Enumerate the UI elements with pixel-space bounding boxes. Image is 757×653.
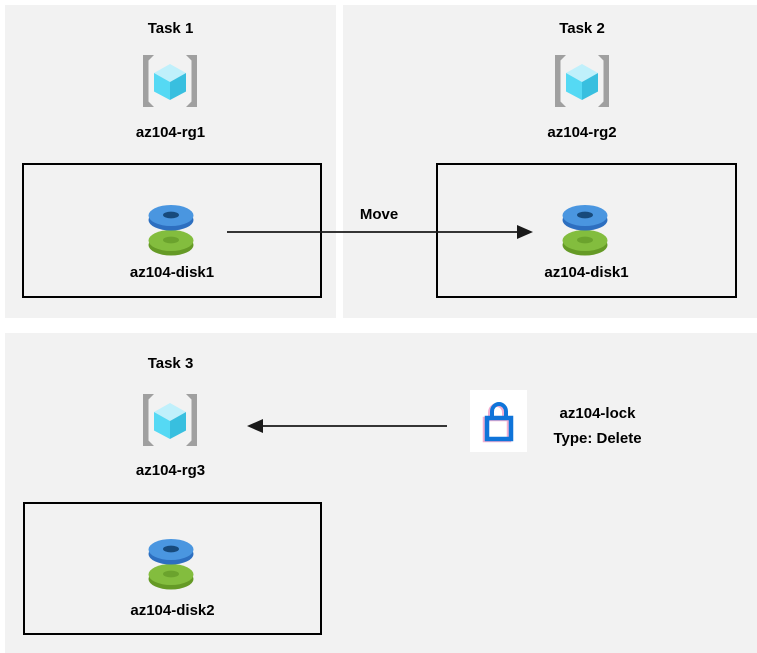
cube-left-face: [154, 412, 170, 439]
cube-right-face: [170, 412, 186, 439]
task1-rg-label: az104-rg1: [135, 124, 206, 141]
task3-disk-box: [23, 502, 322, 635]
task1-disk-label: az104-disk1: [129, 264, 215, 281]
lock-icon: [484, 402, 513, 442]
lock-body: [484, 415, 513, 442]
cube-right-face: [170, 73, 186, 100]
green-disk-hole: [577, 236, 593, 244]
panel-task1: [5, 5, 336, 318]
cube-right-face: [582, 73, 598, 100]
lock-type: Type: Delete: [553, 430, 642, 447]
green-disk-hole: [163, 570, 179, 578]
disk-icon: [562, 205, 608, 256]
resource-group-icon: [555, 55, 609, 107]
bracket-left: [143, 394, 154, 446]
green-disk-hole: [163, 236, 179, 244]
cube-left-face: [566, 73, 582, 100]
disk-icon: [148, 539, 194, 590]
task3-rg-label: az104-rg3: [135, 462, 206, 479]
blue-disk-hole: [577, 211, 593, 219]
lock-tile: [470, 390, 527, 452]
bracket-right: [186, 55, 197, 107]
blue-disk-hole: [163, 545, 179, 553]
bracket-right: [598, 55, 609, 107]
task2-rg-label: az104-rg2: [547, 124, 617, 141]
lock-shackle: [489, 402, 508, 418]
task1-disk-box: [22, 163, 322, 298]
resource-group-icon: [143, 55, 197, 107]
cube-left-face: [154, 73, 170, 100]
task3-title: Task 3: [147, 355, 194, 372]
bracket-right: [186, 394, 197, 446]
resource-group-icon: [143, 394, 197, 446]
task3-disk-label: az104-disk2: [130, 602, 215, 619]
lock-name: az104-lock: [559, 405, 636, 422]
panel-task2: [343, 5, 757, 318]
bracket-left: [555, 55, 566, 107]
bracket-left: [143, 55, 154, 107]
task1-title: Task 1: [147, 20, 194, 37]
task2-title: Task 2: [559, 20, 605, 37]
task2-disk-box: [436, 163, 737, 298]
disk-icon: [148, 205, 194, 256]
lock-caption: az104-lock Type: Delete: [535, 401, 660, 451]
blue-disk-hole: [163, 211, 179, 219]
panel-task3: [5, 333, 757, 653]
move-arrow-label: Move: [359, 206, 399, 223]
task2-disk-label: az104-disk1: [544, 264, 629, 281]
